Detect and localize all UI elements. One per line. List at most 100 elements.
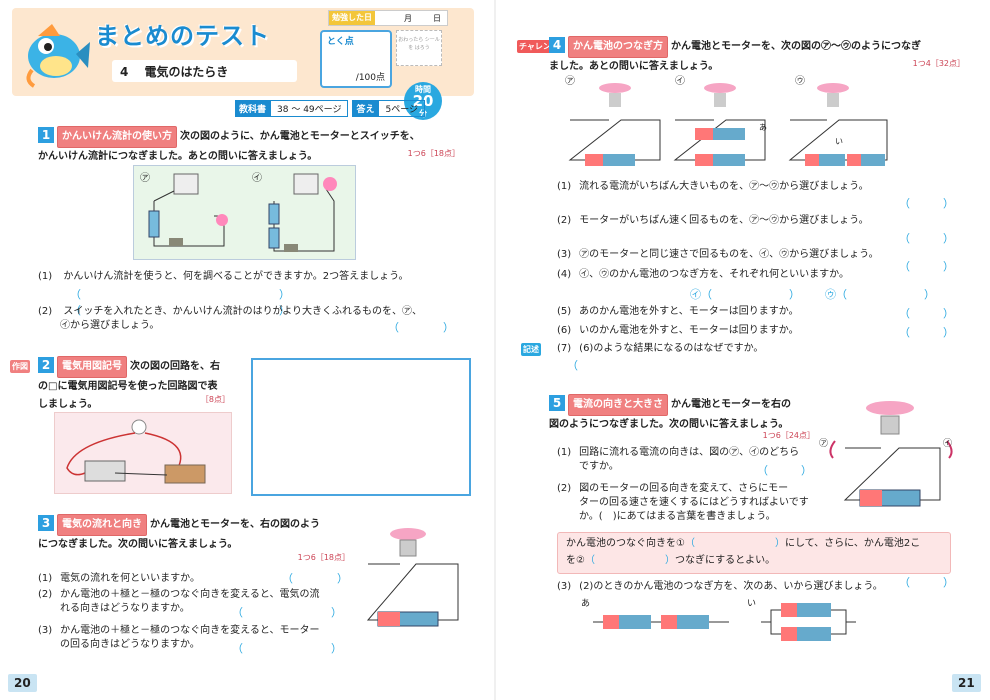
q4-number: 4 bbox=[549, 37, 565, 53]
q1-number: 1 bbox=[38, 127, 54, 143]
q4-s6-text: いのかん電池を外すと、モーターは回りますか。 bbox=[579, 325, 799, 336]
q1-sub1-answer-1[interactable]: （ ）（ ） bbox=[70, 288, 290, 317]
q5-s1-l1: 回路に流れる電流の向きは、図の㋐、㋑のどちら bbox=[579, 447, 800, 458]
q4-s3-answer[interactable]: （ ） bbox=[899, 260, 954, 273]
q5-s2-l1: 図のモーターの回る向きを変えて、さらにモー bbox=[579, 483, 789, 494]
q1-sub2-l2: ㋑から選びましょう。 bbox=[60, 320, 160, 331]
q5-blank-1[interactable]: （ ） bbox=[684, 538, 785, 549]
q3-s1-no: (1) bbox=[38, 573, 53, 584]
q5-l2: 図のようにつなぎました。次の問いに答えましょう。 bbox=[549, 419, 789, 430]
q1-points: 1つ6［18点］ bbox=[407, 149, 460, 158]
q5-arrow-a-label: ㋐ bbox=[819, 439, 829, 449]
q5-s3-no: (3) bbox=[557, 581, 572, 592]
q5-blank-2[interactable]: （ ） bbox=[584, 555, 675, 566]
fish-mascot-icon bbox=[26, 24, 90, 88]
q4-fig-a-label: ㋐ bbox=[565, 76, 575, 87]
unit-title-bar: 4 電気のはたらき bbox=[112, 60, 297, 82]
q1-line1: 次の図のように、かん電池とモーターとスイッチを、 bbox=[180, 131, 420, 142]
q4-s7-answer[interactable]: （ ） bbox=[567, 359, 990, 372]
q1-circuit-illustration bbox=[148, 173, 337, 252]
q3-s2-l1: かん電池の＋極と－極のつなぐ向きを変えると、電気の流 bbox=[60, 589, 320, 600]
q4-s4-answer-b[interactable]: ㋒（ ） bbox=[825, 288, 935, 301]
q4-l1: かん電池とモーターを、次の図の㋐～㋒のようにつなぎ bbox=[671, 41, 921, 52]
q2-l3: しましょう。 bbox=[38, 399, 98, 410]
textbook-pages: 38 ～ 49ページ bbox=[270, 100, 349, 117]
q2-drawing-area[interactable] bbox=[251, 358, 471, 496]
q2-tag: 電気用図記号 bbox=[57, 356, 127, 378]
q4-tag: かん電池のつなぎ方 bbox=[568, 36, 668, 58]
q4-s4-b-label: ㋒ bbox=[825, 288, 836, 301]
q4-s3: (3)㋐のモーターと同じ速さで回るものを、㋑、㋒から選びましょう。 bbox=[557, 248, 977, 262]
time-value: 20 bbox=[412, 92, 434, 110]
q5-tag: 電流の向きと大きさ bbox=[568, 394, 668, 416]
time-label: 時間 bbox=[415, 85, 431, 94]
unit-title: 電気のはたらき bbox=[144, 65, 229, 79]
q3-s1-answer[interactable]: （ ） bbox=[282, 572, 348, 585]
q3-points: 1つ6［18点］ bbox=[297, 553, 350, 562]
q5-arrow-b-label: ㋑ bbox=[943, 439, 953, 449]
q5-opt-i-label: い bbox=[747, 599, 757, 609]
score-box: とく点 /100点 bbox=[320, 30, 392, 88]
q4-s2-no: (2) bbox=[557, 215, 572, 226]
q4-s5-no: (5) bbox=[557, 306, 572, 317]
q5-opt-a-label: あ bbox=[581, 599, 591, 609]
q2-circuit-illustration bbox=[66, 419, 206, 484]
q4-s2-text: モーターがいちばん速く回るものを、㋐～㋒から選びましょう。 bbox=[579, 215, 869, 226]
q4-s4-no: (4) bbox=[557, 269, 572, 280]
q4-mark-i: い bbox=[835, 137, 843, 146]
q3-s2-answer[interactable]: （ ） bbox=[232, 606, 342, 619]
q5-l1: かん電池とモーターを右の bbox=[671, 399, 791, 410]
page-gutter bbox=[494, 0, 496, 700]
textbook-label: 教科書 bbox=[235, 100, 271, 117]
q5-s1-answer[interactable]: （ ） bbox=[757, 464, 812, 477]
q5-s1-no: (1) bbox=[557, 447, 572, 458]
answers-label: 答え bbox=[352, 100, 379, 117]
q3-s1-text: 電気の流れを何といいますか。 bbox=[60, 573, 200, 584]
q3-s3-l2: の回る向きはどうなりますか。 bbox=[60, 639, 200, 650]
answers-page: 5ページ bbox=[378, 100, 426, 117]
q4-l2: ました。あとの問いに答えましょう。 bbox=[549, 61, 719, 72]
studied-label: 勉強した日 bbox=[329, 11, 375, 25]
day-label: 日 bbox=[433, 14, 441, 23]
q3-s3-l1: かん電池の＋極と－極のつなぐ向きを変えると、モーター bbox=[60, 625, 320, 636]
q4-s7-text: (6)のような結果になるのはなぜですか。 bbox=[579, 343, 764, 354]
q4-s2-answer[interactable]: （ ） bbox=[899, 232, 954, 245]
q4-s1-answer[interactable]: （ ） bbox=[899, 197, 954, 210]
q3-s3-no: (3) bbox=[38, 625, 53, 636]
sticker-box: おわったら シールを はろう bbox=[396, 30, 442, 66]
q2-figure bbox=[54, 412, 232, 494]
q2-points: ［8点］ bbox=[200, 395, 230, 404]
q4-s3-text: ㋐のモーターと同じ速さで回るものを、㋑、㋒から選びましょう。 bbox=[579, 249, 879, 260]
q4-s4-answer-a[interactable]: ㋑（ ） bbox=[690, 288, 800, 301]
q4-s6: (6)いのかん電池を外すと、モーターは回りますか。 bbox=[557, 324, 977, 338]
q2-l1: 次の図の回路を、右 bbox=[130, 361, 220, 372]
q5-s3: (3) (2)のときのかん電池のつなぎ方を、次のあ、いから選びましょう。 bbox=[557, 580, 897, 594]
q4-s5-answer[interactable]: （ ） bbox=[899, 307, 954, 320]
unit-number: 4 bbox=[120, 65, 129, 79]
score-denominator: /100点 bbox=[355, 73, 385, 83]
q5-options-illustration bbox=[593, 603, 856, 641]
q5-s3-text: (2)のときのかん電池のつなぎ方を、次のあ、いから選びましょう。 bbox=[579, 581, 883, 592]
q5-s1-l2: ですか。 bbox=[579, 461, 619, 472]
q4-mark-a: あ bbox=[759, 123, 767, 132]
q5-fill-l1b: にして、さらに、かん電池2こ bbox=[784, 538, 921, 549]
q1-sub1-text: かんいけん流計を使うと、何を調べることができますか。2つ答えましょう。 bbox=[63, 271, 409, 282]
q3-s2-l2: れる向きはどうなりますか。 bbox=[60, 603, 190, 614]
q4-s6-answer[interactable]: （ ） bbox=[899, 326, 954, 339]
q4-fig-c-label: ㋒ bbox=[795, 76, 805, 87]
q3-s3-answer[interactable]: （ ） bbox=[232, 642, 342, 655]
q1-sub2: (2) スイッチを入れたとき、かんいけん流計のはりがより大きくふれるものを、㋐、… bbox=[38, 305, 478, 333]
q1-sub2-answer[interactable]: （ ） bbox=[388, 321, 454, 334]
score-label: とく点 bbox=[327, 37, 354, 47]
page-number-right: 21 bbox=[952, 674, 981, 692]
q3-s2: (2) かん電池の＋極と－極のつなぐ向きを変えると、電気の流 れる向きはどうなりま… bbox=[38, 588, 358, 616]
time-badge: 時間 20 分 bbox=[404, 82, 442, 120]
q1-fig-a-label: ㋐ bbox=[140, 173, 150, 184]
month-label: 月 bbox=[404, 14, 412, 23]
q3-l1: かん電池とモーターを、右の図のよう bbox=[150, 519, 320, 530]
q5-s3-answer[interactable]: （ ） bbox=[899, 576, 954, 589]
q3-s2-no: (2) bbox=[38, 589, 53, 600]
